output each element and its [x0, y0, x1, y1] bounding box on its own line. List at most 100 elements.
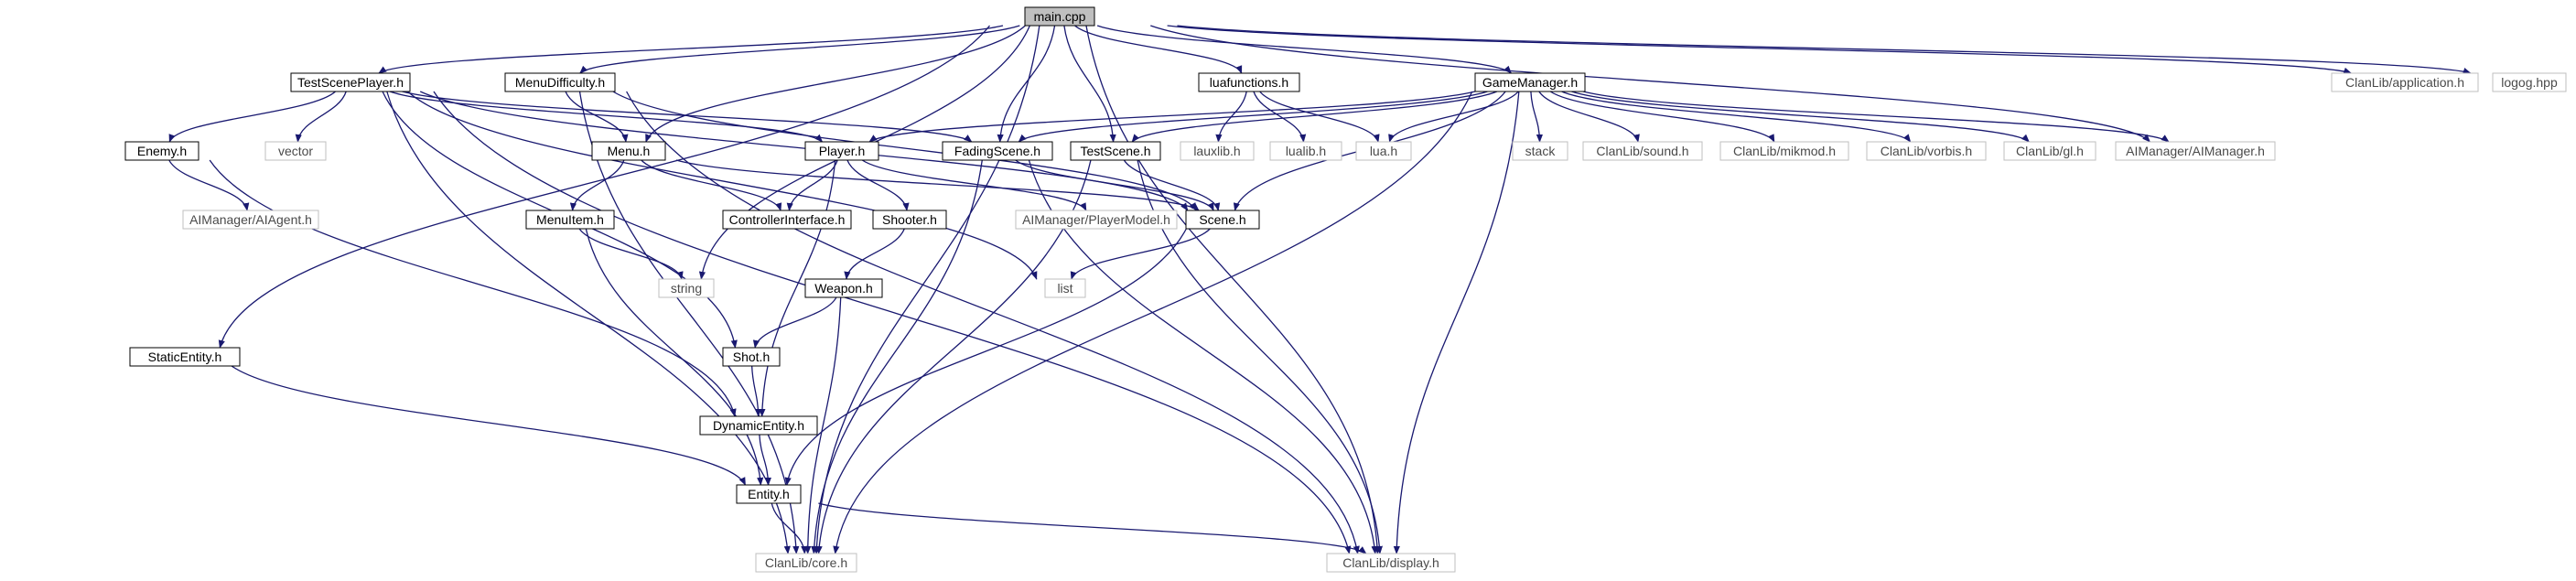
node-scene[interactable]: Scene.h [1185, 210, 1260, 230]
node-testsceneplayer-label: TestScenePlayer.h [297, 75, 404, 90]
node-testscene-label: TestScene.h [1080, 144, 1150, 158]
node-menuitem[interactable]: MenuItem.h [525, 210, 615, 230]
node-clanlib_mikmod-box [1719, 141, 1849, 161]
node-staticentity-box [129, 347, 241, 367]
node-weapon[interactable]: Weapon.h [804, 278, 883, 298]
edge-main-to-menu [645, 25, 1026, 143]
edge-luafunctions-to-lualib [1253, 91, 1307, 143]
node-clanlib_sound-label: ClanLib/sound.h [1596, 144, 1688, 158]
node-clanlib_application-label: ClanLib/application.h [2345, 75, 2464, 90]
edge-main-to-menudifficulty [579, 25, 1020, 74]
node-clanlib_display: ClanLib/display.h [1326, 553, 1456, 573]
node-fadingscene[interactable]: FadingScene.h [942, 141, 1053, 161]
node-menudifficulty[interactable]: MenuDifficulty.h [504, 72, 616, 92]
edge-entity-to-clanlib_display [818, 502, 1367, 554]
node-controllerinterface[interactable]: ControllerInterface.h [722, 210, 852, 230]
node-menudifficulty-box [504, 72, 616, 92]
node-clanlib_core: ClanLib/core.h [755, 553, 857, 573]
node-staticentity-label: StaticEntity.h [148, 350, 222, 364]
edge-gamemanager-to-clanlib_vorbis [1561, 91, 1912, 143]
node-menu[interactable]: Menu.h [591, 141, 666, 161]
node-player[interactable]: Player.h [804, 141, 879, 161]
node-list: list [1044, 278, 1086, 298]
node-shooter[interactable]: Shooter.h [872, 210, 947, 230]
edge-main-to-clanlib_application [1167, 25, 2353, 74]
node-gamemanager[interactable]: GameManager.h [1474, 72, 1586, 92]
node-vector-label: vector [278, 144, 313, 158]
node-clanlib_mikmod-label: ClanLib/mikmod.h [1733, 144, 1836, 158]
node-luafunctions[interactable]: luafunctions.h [1198, 72, 1300, 92]
edge-menuitem-to-string [578, 228, 684, 280]
edge-testsceneplayer-to-list [407, 91, 1038, 280]
node-enemy[interactable]: Enemy.h [124, 141, 199, 161]
node-staticentity[interactable]: StaticEntity.h [129, 347, 241, 367]
node-fadingscene-label: FadingScene.h [954, 144, 1040, 158]
node-string: string [658, 278, 715, 298]
edge-gamemanager-to-testscene [1131, 91, 1498, 143]
node-playermodel: AIManager/PlayerModel.h [1015, 210, 1178, 230]
node-lualib-label: lualib.h [1286, 144, 1326, 158]
node-vector: vector [264, 141, 327, 161]
edge-player-to-shooter [846, 159, 910, 211]
node-testscene[interactable]: TestScene.h [1070, 141, 1161, 161]
edge-gamemanager-to-clanlib_mikmod [1549, 91, 1775, 143]
node-menuitem-box [525, 210, 615, 230]
edge-testsceneplayer-to-player [389, 91, 824, 143]
node-entity[interactable]: Entity.h [736, 484, 802, 504]
node-testsceneplayer[interactable]: TestScenePlayer.h [290, 72, 411, 92]
edge-player-to-playermodel [861, 159, 1087, 211]
edge-gamemanager-to-clanlib_gl [1571, 91, 2030, 143]
node-logog-label: logog.hpp [2501, 75, 2558, 90]
dependency-edges [168, 25, 2472, 554]
node-vector-box [264, 141, 327, 161]
node-shooter-box [872, 210, 947, 230]
edge-dynamicentity-to-entity [759, 434, 771, 486]
node-dynamicentity[interactable]: DynamicEntity.h [699, 415, 818, 436]
edge-gamemanager-to-clanlib_sound [1538, 91, 1640, 143]
node-clanlib_core-label: ClanLib/core.h [765, 555, 847, 570]
node-logog-box [2492, 72, 2567, 92]
edge-main-to-clanlib_display [1085, 25, 1381, 554]
edge-luafunctions-to-lua [1259, 91, 1380, 143]
node-list-label: list [1057, 281, 1072, 296]
node-main-box [1024, 6, 1095, 27]
node-lauxlib-label: lauxlib.h [1193, 144, 1240, 158]
node-main[interactable]: main.cpp [1024, 6, 1095, 27]
node-shooter-label: Shooter.h [882, 212, 937, 227]
node-playermodel-box [1015, 210, 1178, 230]
edge-main-to-gamemanager [1096, 25, 1513, 74]
node-list-box [1044, 278, 1086, 298]
node-lua: lua.h [1355, 141, 1412, 161]
node-shot-box [722, 347, 781, 367]
node-menu-box [591, 141, 666, 161]
node-scene-box [1185, 210, 1260, 230]
node-lua-label: lua.h [1370, 144, 1397, 158]
edge-testsceneplayer-to-clanlib_display [433, 91, 1352, 554]
node-clanlib_gl-box [2003, 141, 2096, 161]
edge-testsceneplayer-to-enemy [168, 91, 336, 143]
node-scene-label: Scene.h [1199, 212, 1245, 227]
edge-entity-to-clanlib_core [771, 502, 808, 554]
node-stack: stack [1512, 141, 1568, 161]
edge-gamemanager-to-lua [1388, 91, 1519, 143]
node-main-label: main.cpp [1034, 9, 1086, 24]
node-clanlib_gl: ClanLib/gl.h [2003, 141, 2096, 161]
node-lauxlib-box [1180, 141, 1255, 161]
node-playermodel-label: AIManager/PlayerModel.h [1022, 212, 1170, 227]
node-luafunctions-label: luafunctions.h [1210, 75, 1288, 90]
node-enemy-box [124, 141, 199, 161]
edge-enemy-to-aiagent [168, 159, 250, 211]
edge-menudifficulty-to-clanlib_core [578, 91, 800, 554]
node-lua-box [1355, 141, 1412, 161]
edge-gamemanager-to-aimanager [1582, 91, 2170, 143]
node-enemy-label: Enemy.h [137, 144, 187, 158]
edge-main-to-luafunctions [1074, 25, 1243, 74]
edge-main-to-testsceneplayer [378, 25, 1004, 74]
node-luafunctions-box [1198, 72, 1300, 92]
node-clanlib_vorbis-box [1866, 141, 1987, 161]
edge-menu-to-controllerinterface [641, 159, 782, 211]
node-lualib-box [1269, 141, 1342, 161]
node-aiagent-label: AIManager/AIAgent.h [189, 212, 312, 227]
node-shot[interactable]: Shot.h [722, 347, 781, 367]
